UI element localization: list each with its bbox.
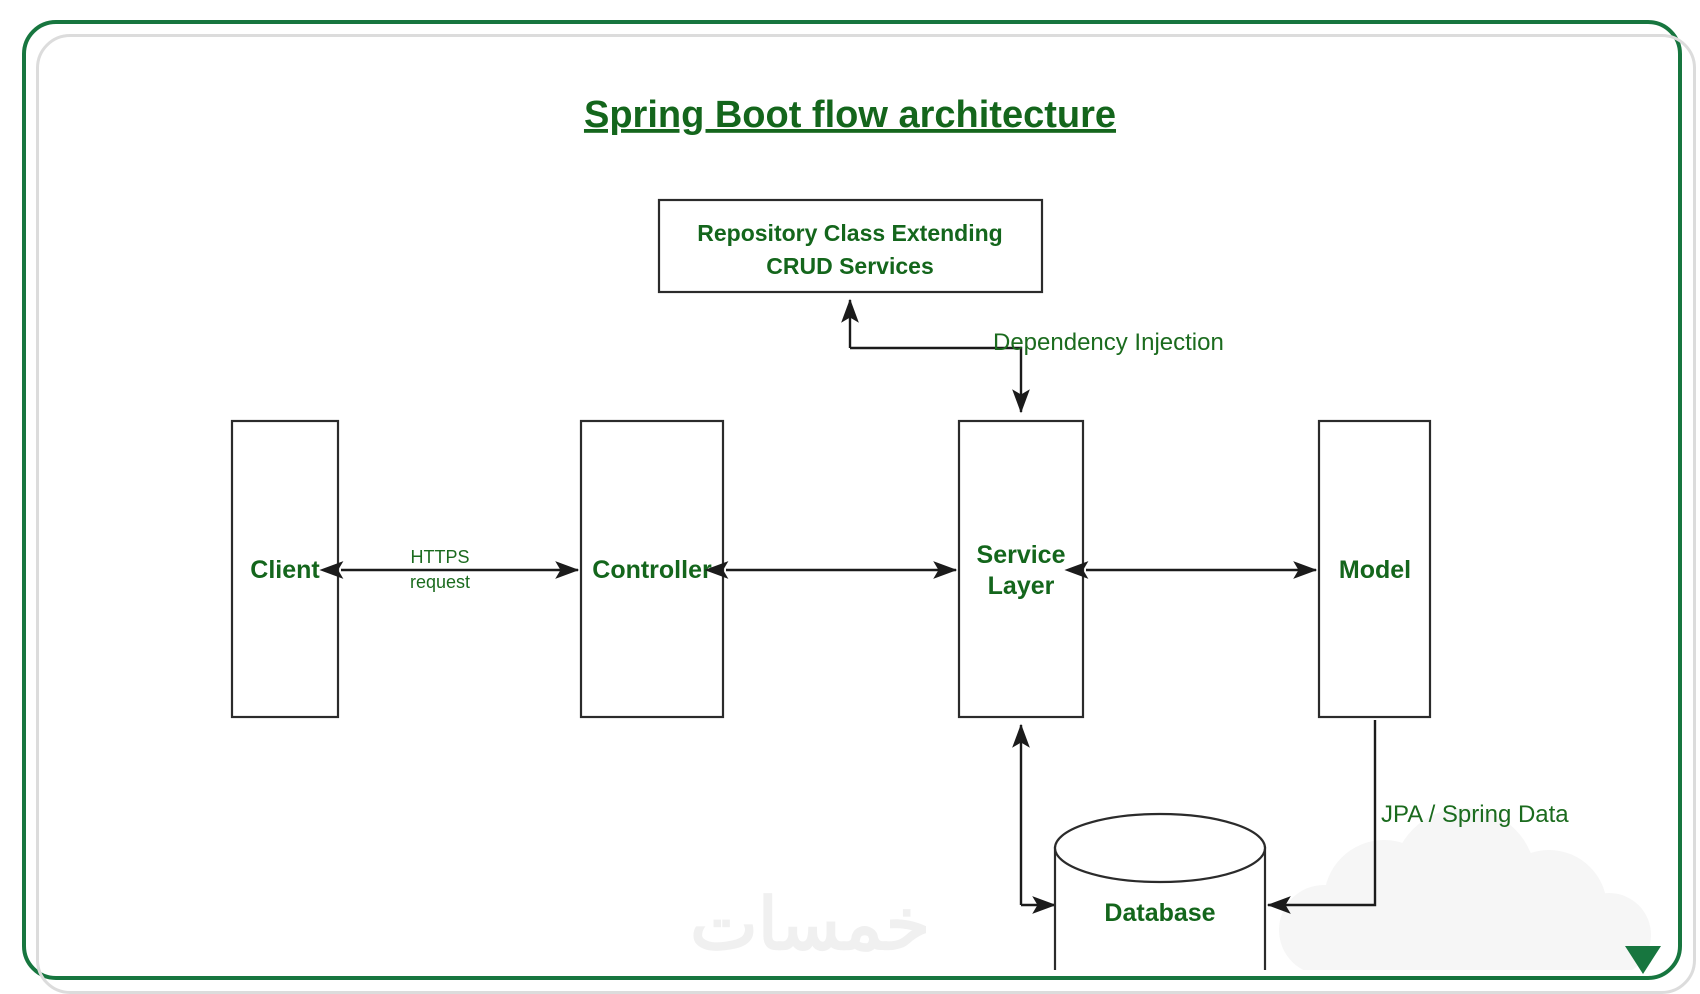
node-service-label-line2: Layer [988, 572, 1055, 600]
node-repository-label-line1: Repository Class Extending [697, 220, 1002, 246]
diagram-canvas: خمسات Spring Boot flow architecture Repo… [22, 20, 1696, 994]
node-service-layer-box[interactable] [957, 419, 1085, 719]
node-model-box[interactable] [1317, 419, 1432, 719]
node-database-top[interactable] [1053, 812, 1267, 884]
node-repository-label-line2: CRUD Services [766, 253, 933, 279]
node-controller-box[interactable] [579, 419, 725, 719]
edge-label-jpa-spring-data: JPA / Spring Data [1381, 801, 1569, 828]
node-repository-box[interactable] [657, 198, 1044, 294]
node-client-label: Client [250, 556, 320, 584]
edge-model-database-jpa [1266, 720, 1377, 914]
watermark-khamsat: خمسات [690, 885, 931, 965]
edge-di-down-segment [850, 346, 1030, 414]
page-title: Spring Boot flow architecture [584, 94, 1116, 136]
edge-label-request: request [410, 572, 470, 592]
edge-label-dependency-injection: Dependency Injection [993, 329, 1224, 356]
node-database-label: Database [1104, 899, 1215, 927]
architecture-diagram: Spring Boot flow architecture Repository… [230, 94, 1569, 970]
edge-label-https: HTTPS [410, 547, 469, 567]
node-model-label: Model [1339, 556, 1411, 584]
bottom-right-check-mark-icon [1625, 946, 1661, 974]
node-service-label-line1: Service [977, 541, 1066, 569]
node-controller-label: Controller [592, 556, 712, 584]
